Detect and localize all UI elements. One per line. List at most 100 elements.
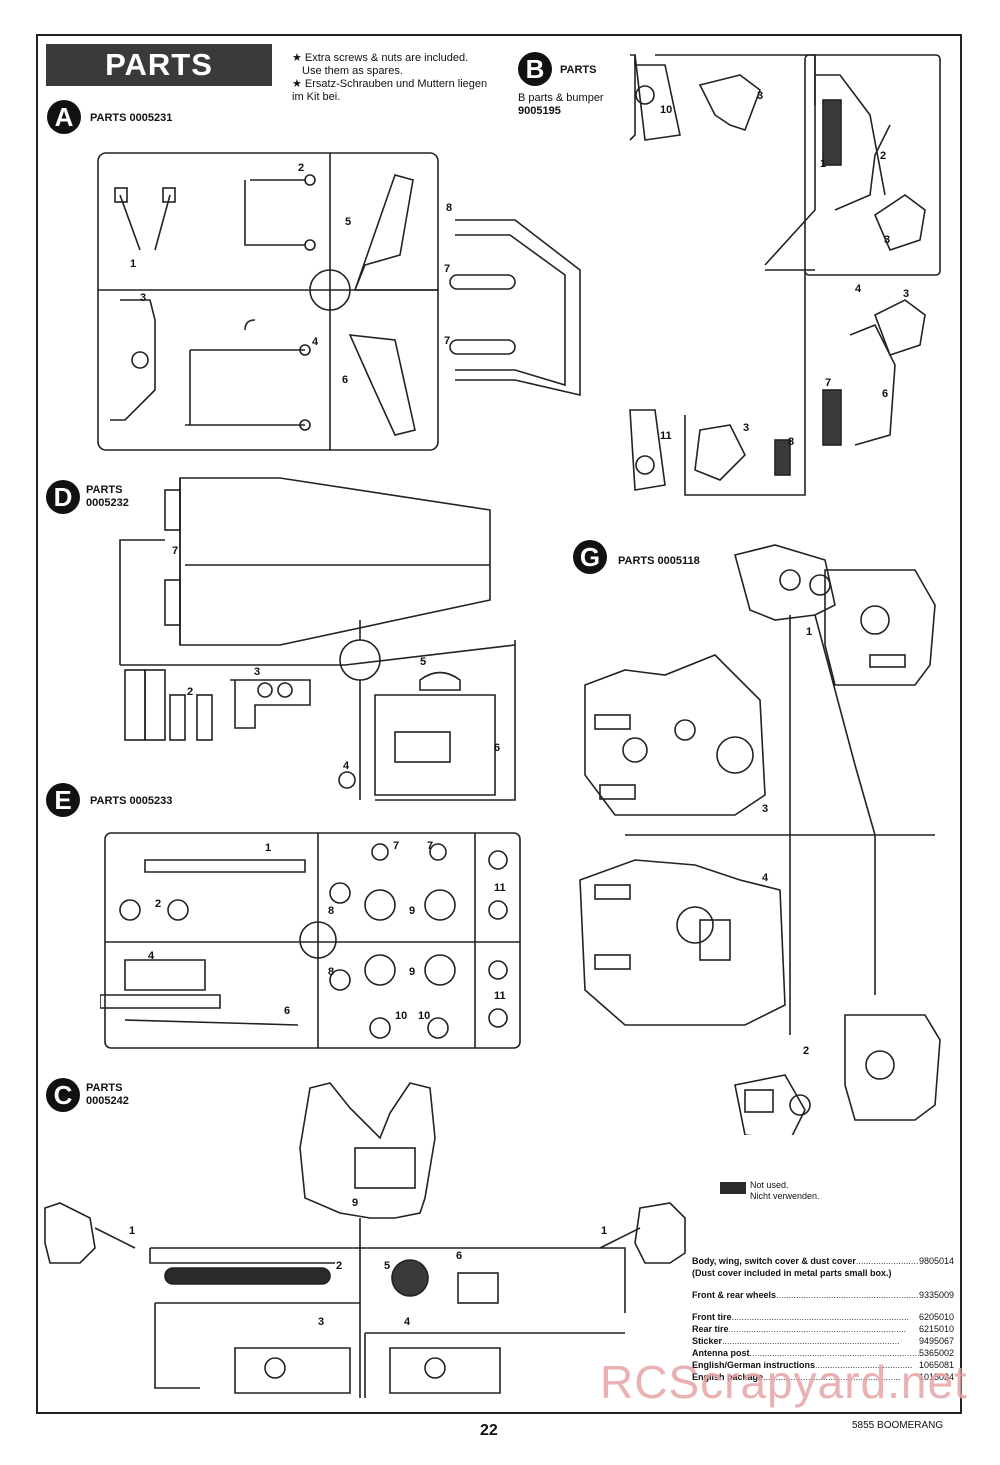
part-e-1: 1 <box>265 842 272 854</box>
parts-list-name: Body, wing, switch cover & dust cover <box>692 1256 856 1266</box>
section-g-badge: G <box>573 540 607 574</box>
parts-banner: PARTS <box>46 44 272 86</box>
parts-list: Body, wing, switch cover & dust cover...… <box>692 1255 954 1383</box>
part-e-9b: 9 <box>409 966 416 978</box>
part-g-1: 1 <box>806 626 813 638</box>
sprue-c-drawing <box>44 1082 686 1398</box>
part-d-2: 2 <box>187 686 194 698</box>
part-a-3: 3 <box>140 292 147 304</box>
watermark: RCScrapyard.net <box>600 1356 968 1408</box>
part-e-2: 2 <box>155 898 162 910</box>
section-b-sub: B parts & bumper 9005195 <box>518 92 604 118</box>
parts-list-code: 1065081 <box>918 1360 954 1370</box>
leader-dots: ..................................... <box>855 1256 919 1266</box>
part-d-6: 6 <box>494 742 501 754</box>
note-de-2: im Kit bei. <box>292 91 341 103</box>
part-a-7b: 7 <box>444 335 451 347</box>
part-e-10b: 10 <box>418 1010 431 1022</box>
section-e-label: PARTS 0005233 <box>90 795 173 807</box>
parts-list-name: Antenna post <box>692 1348 750 1358</box>
part-c-4: 4 <box>404 1316 411 1328</box>
parts-list-row: English package.........................… <box>692 1371 954 1383</box>
part-b-6: 6 <box>882 388 889 400</box>
part-d-4: 4 <box>343 760 350 772</box>
page-frame <box>36 34 962 1414</box>
part-c-9: 9 <box>352 1197 359 1209</box>
parts-list-row: English/German instructions.............… <box>692 1359 954 1371</box>
part-b-10: 10 <box>660 104 673 116</box>
parts-list-name: English/German instructions <box>692 1360 816 1370</box>
sprue-d-drawing <box>119 477 516 801</box>
sprue-e-drawing <box>100 832 521 1049</box>
model-name: 5855 BOOMERANG <box>852 1420 944 1431</box>
section-e-badge: E <box>46 783 80 817</box>
part-a-8: 8 <box>446 202 453 214</box>
parts-list-name: Rear tire <box>692 1324 729 1334</box>
roll-bar-drawing <box>449 219 581 397</box>
part-b-3b: 3 <box>884 234 891 246</box>
part-a-7a: 7 <box>444 263 451 275</box>
not-used-legend: Not used. Nicht verwenden. <box>750 1180 820 1202</box>
leader-dots: ........................................… <box>722 1336 900 1346</box>
parts-list-name: English package <box>692 1372 764 1382</box>
note-en-1: ★ Extra screws & nuts are included. <box>292 52 469 64</box>
part-b-1: 1 <box>820 158 827 170</box>
part-e-9a: 9 <box>409 905 416 917</box>
parts-list-row: Sticker.................................… <box>692 1335 954 1347</box>
part-g-2: 2 <box>803 1045 810 1057</box>
part-a-6: 6 <box>342 374 349 386</box>
section-b-badge: B <box>518 52 552 86</box>
parts-list-row: (Dust cover included in metal parts smal… <box>692 1267 954 1279</box>
section-a-badge: A <box>47 100 81 134</box>
part-a-4: 4 <box>312 336 319 348</box>
parts-list-name: (Dust cover included in metal parts smal… <box>692 1268 892 1278</box>
parts-list-code: 6215010 <box>918 1324 954 1334</box>
section-d-label: PARTS 0005232 <box>86 484 129 510</box>
parts-list-row: Front tire..............................… <box>692 1311 954 1323</box>
part-e-4: 4 <box>148 950 155 962</box>
section-c-label1: PARTS <box>86 1082 123 1094</box>
part-c-1a: 1 <box>129 1225 136 1237</box>
part-e-8a: 8 <box>328 905 335 917</box>
note-en-2: Use them as spares. <box>302 65 403 77</box>
part-e-10a: 10 <box>395 1010 408 1022</box>
part-b-7: 7 <box>825 377 832 389</box>
part-d-5: 5 <box>420 656 427 668</box>
part-e-7a: 7 <box>393 840 400 852</box>
leader-dots: ........................................… <box>763 1372 901 1382</box>
part-a-1: 1 <box>130 258 137 270</box>
parts-list-code: 5365002 <box>918 1348 954 1358</box>
leader-dots: ........................................… <box>776 1290 919 1300</box>
part-c-1b: 1 <box>601 1225 608 1237</box>
leader-dots: ....................................... <box>815 1360 913 1370</box>
part-b-4: 4 <box>855 283 862 295</box>
parts-list-row: Front & rear wheels.....................… <box>692 1289 954 1301</box>
spares-note: ★ Extra screws & nuts are included. Use … <box>292 52 487 104</box>
leader-dots: ........................................… <box>731 1312 910 1322</box>
section-c-badge: C <box>46 1078 80 1112</box>
part-d-3: 3 <box>254 666 261 678</box>
section-d-label2: 0005232 <box>86 497 129 509</box>
note-de-1: ★ Ersatz-Schrauben und Muttern liegen <box>292 78 488 90</box>
part-c-5: 5 <box>384 1260 391 1272</box>
part-b-3a: 3 <box>757 90 764 102</box>
section-g-label: PARTS 0005118 <box>618 555 700 567</box>
section-a-label: PARTS 0005231 <box>90 112 173 124</box>
parts-list-code: 9495067 <box>918 1336 954 1346</box>
part-b-8: 8 <box>788 436 795 448</box>
section-b-label: PARTS <box>560 64 597 76</box>
part-e-7b: 7 <box>427 840 434 852</box>
parts-list-code: 6205010 <box>918 1312 954 1322</box>
sprue-a-drawing <box>97 152 439 451</box>
part-b-3d: 3 <box>743 422 750 434</box>
sprue-b-drawing <box>629 54 941 496</box>
legend-line2: Nicht verwenden. <box>750 1191 820 1201</box>
not-used-swatch <box>720 1182 746 1194</box>
part-e-11b: 11 <box>494 990 506 1002</box>
parts-list-code: 1015034 <box>918 1372 954 1382</box>
part-a-2: 2 <box>298 162 305 174</box>
section-b-sub1: B parts & bumper <box>518 92 604 104</box>
leader-dots: ........................................… <box>728 1324 907 1334</box>
section-c-label2: 0005242 <box>86 1095 129 1107</box>
leader-dots: ........................................… <box>749 1348 919 1358</box>
